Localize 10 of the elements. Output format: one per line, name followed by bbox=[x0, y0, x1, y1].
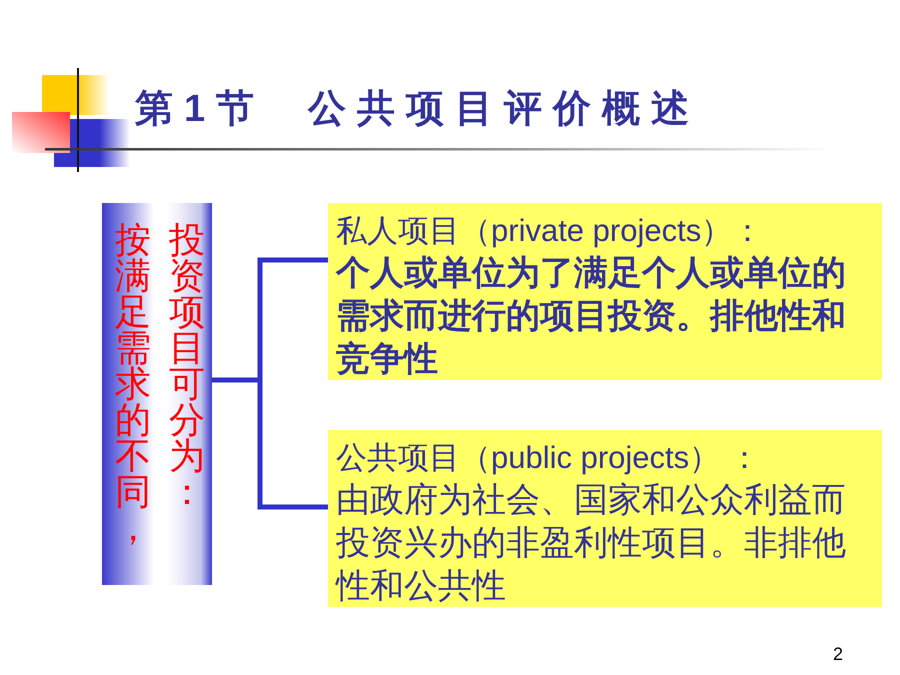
box-heading: 私人项目（private projects）： bbox=[336, 212, 764, 250]
slide-title: 第1节 公共项目评价概述 bbox=[135, 87, 700, 132]
text-box bbox=[328, 203, 882, 380]
box-text: 个人或单位为了满足个人或单位的需求而进行的项目投资。排他性和竞争性 bbox=[336, 253, 847, 380]
text-box bbox=[328, 430, 882, 607]
vertical-text: 按满足需求的不同，投资项目可分为： bbox=[115, 222, 205, 550]
page-number: 2 bbox=[833, 644, 844, 665]
box-text: 由政府为社会、国家和公众利益而投资兴办的非盈利性项目。非排他性和公共性 bbox=[336, 480, 847, 607]
box-heading: 公共项目（public projects） ： bbox=[336, 439, 761, 477]
banner-box bbox=[102, 203, 212, 585]
